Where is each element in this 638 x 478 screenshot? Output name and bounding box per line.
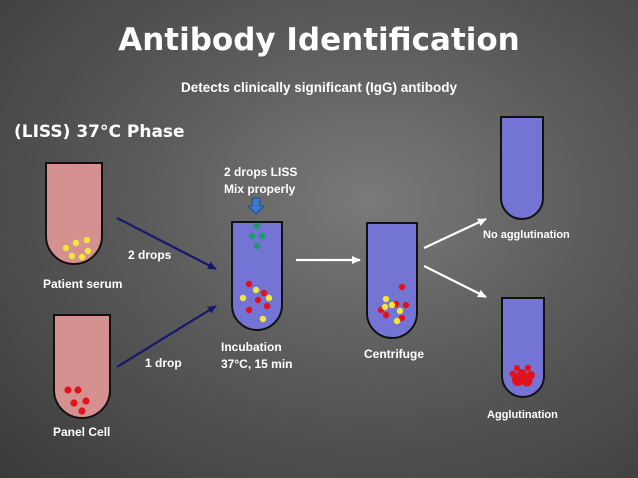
mix-properly-label: Mix properly	[224, 182, 296, 196]
incubation-conditions-label: 37°C, 15 min	[221, 357, 293, 371]
no-agglutination-tube	[500, 116, 544, 220]
centrifuge-label: Centrifuge	[364, 347, 424, 361]
agglutination-clump	[509, 364, 535, 387]
incubation-tube	[231, 221, 283, 331]
agglutination-tube	[501, 297, 545, 398]
centrifuge-yellow-dots	[381, 295, 404, 325]
patient-serum-label: Patient serum	[43, 277, 123, 291]
agglutination-label: Agglutination	[487, 409, 558, 421]
serum-antibody-dots	[62, 236, 92, 261]
slide-subtitle: Detects clinically significant (IgG) ant…	[180, 80, 458, 95]
incubation-yellow-dots	[239, 286, 273, 323]
panel-cell-tube	[53, 314, 111, 419]
liss-label: 2 drops LISS	[224, 165, 298, 179]
incubation-label: Incubation	[221, 340, 282, 354]
centrifuge-red-dots	[377, 283, 410, 322]
arrow-to-agglutination	[423, 265, 487, 298]
arrow-to-no-agglutination	[423, 218, 487, 249]
panel-red-cell-dots	[64, 386, 90, 415]
liss-green-dots	[248, 222, 266, 250]
arrow-cell-to-incubation	[116, 305, 217, 368]
patient-serum-tube	[45, 162, 103, 265]
one-drop-label: 1 drop	[145, 356, 182, 370]
centrifuge-tube	[366, 222, 418, 339]
arrow-serum-to-incubation	[116, 217, 217, 270]
two-drops-label: 2 drops	[128, 248, 172, 262]
liss-drop-arrow-icon	[246, 197, 266, 215]
no-agglutination-label: No agglutination	[483, 229, 570, 241]
phase-label: (LISS) 37°C Phase	[14, 122, 185, 142]
incubation-red-dots	[245, 280, 271, 314]
panel-cell-label: Panel Cell	[53, 425, 111, 439]
slide-title: Antibody Identification	[118, 22, 520, 58]
